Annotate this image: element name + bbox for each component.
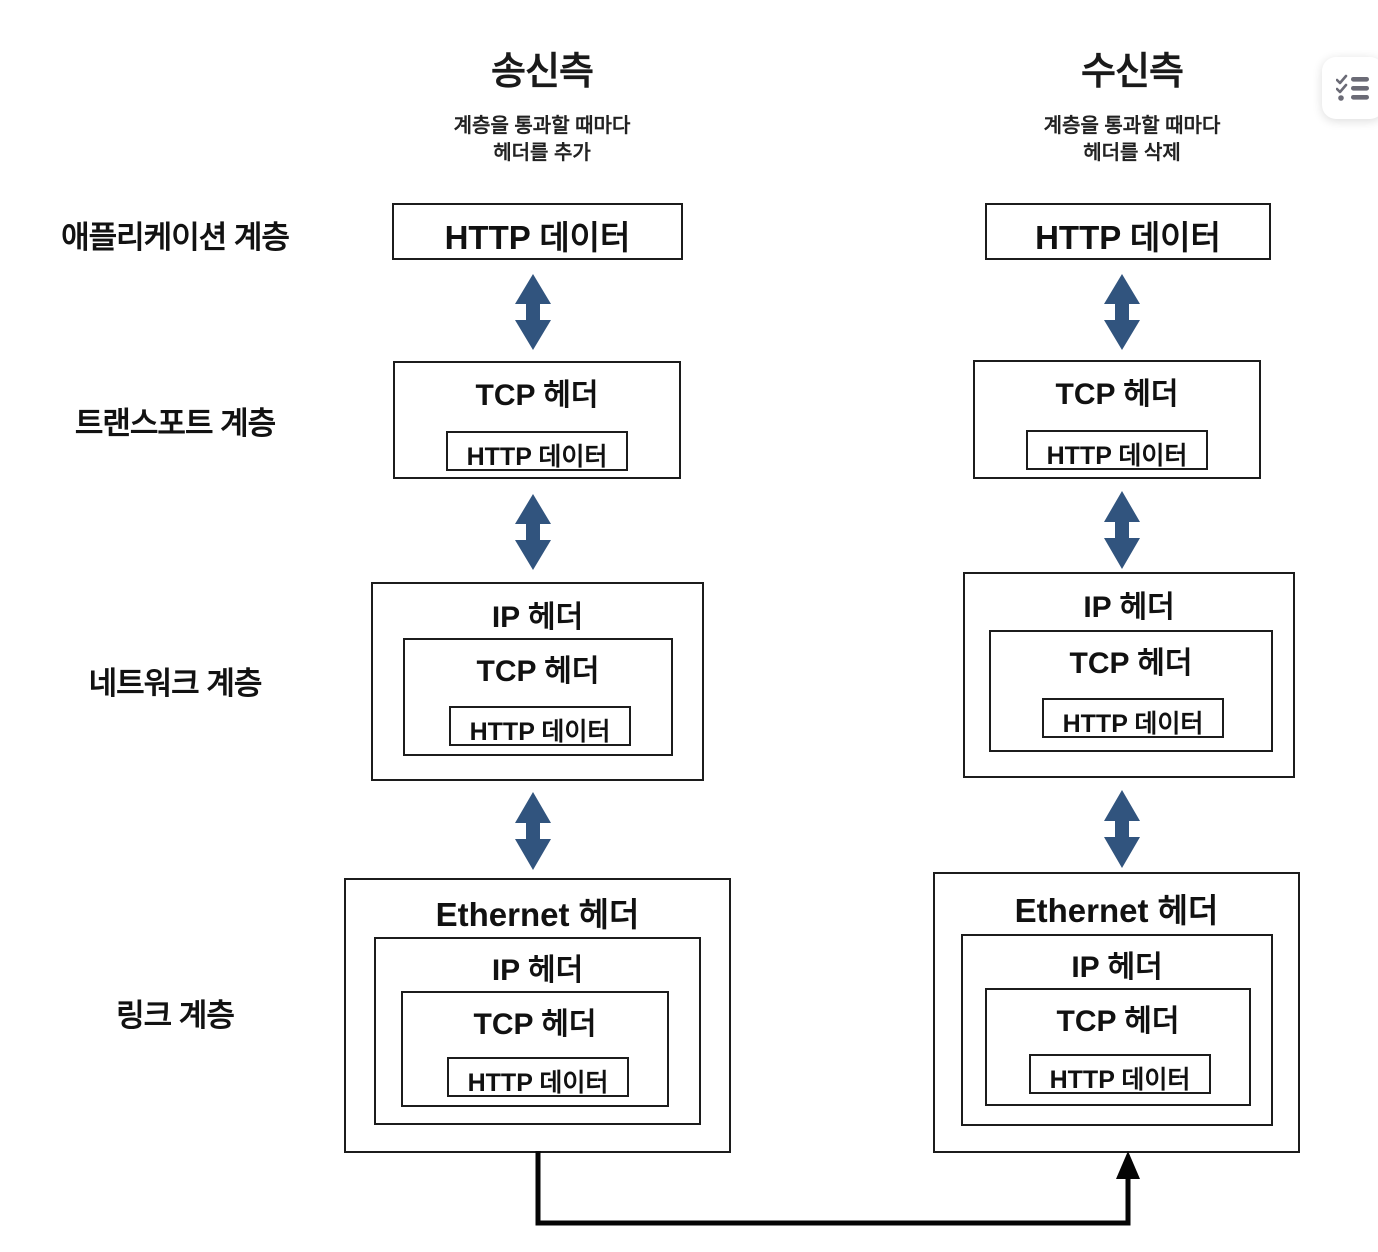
bottom-connector-line bbox=[500, 1145, 1180, 1252]
sender-application-http-label: HTTP 데이터 bbox=[444, 219, 631, 256]
sender-transport-tcp-label: TCP 헤더 bbox=[475, 379, 599, 412]
column-subtitle-sender-line1: 계층을 통과할 때마다 bbox=[453, 115, 631, 137]
receiver-link-ethernet-label: Ethernet 헤더 bbox=[1014, 892, 1219, 929]
sender-network-http-label: HTTP 데이터 bbox=[469, 718, 611, 746]
layer-label-application: 애플리케이션 계층 bbox=[61, 220, 290, 255]
sender-link-ethernet-label: Ethernet 헤더 bbox=[435, 896, 640, 933]
sender-network-tcp-label: TCP 헤더 bbox=[476, 655, 600, 688]
receiver-network-http-label: HTTP 데이터 bbox=[1062, 710, 1204, 738]
receiver-link-tcp-box: TCP 헤더 HTTP 데이터 bbox=[985, 988, 1251, 1106]
column-subtitle-receiver-line1: 계층을 통과할 때마다 bbox=[1043, 115, 1221, 137]
receiver-application-http-label: HTTP 데이터 bbox=[1035, 219, 1221, 256]
receiver-link-http-label: HTTP 데이터 bbox=[1049, 1066, 1191, 1094]
receiver-transport-http-label: HTTP 데이터 bbox=[1046, 442, 1188, 470]
sender-link-http-label: HTTP 데이터 bbox=[467, 1069, 609, 1097]
sender-network-tcp-box: TCP 헤더 HTTP 데이터 bbox=[403, 638, 673, 756]
column-subtitle-receiver: 계층을 통과할 때마다 헤더를 삭제 bbox=[987, 113, 1277, 167]
receiver-application-box: HTTP 데이터 bbox=[985, 203, 1271, 260]
receiver-link-http-box: HTTP 데이터 bbox=[1029, 1054, 1211, 1094]
receiver-link-box: Ethernet 헤더 IP 헤더 TCP 헤더 HTTP 데이터 bbox=[933, 872, 1300, 1153]
sender-network-box: IP 헤더 TCP 헤더 HTTP 데이터 bbox=[371, 582, 704, 781]
receiver-arrow-app-transport bbox=[1092, 272, 1152, 357]
sender-arrow-network-link bbox=[503, 790, 563, 877]
column-subtitle-receiver-line2: 헤더를 삭제 bbox=[1083, 142, 1181, 164]
sender-link-tcp-box: TCP 헤더 HTTP 데이터 bbox=[401, 991, 669, 1107]
receiver-network-ip-label: IP 헤더 bbox=[1083, 591, 1175, 624]
sender-link-tcp-label: TCP 헤더 bbox=[473, 1008, 597, 1041]
receiver-link-tcp-label: TCP 헤더 bbox=[1056, 1005, 1180, 1038]
receiver-transport-tcp-label: TCP 헤더 bbox=[1055, 378, 1179, 411]
sender-transport-box: TCP 헤더 HTTP 데이터 bbox=[393, 361, 681, 479]
receiver-link-ip-box: IP 헤더 TCP 헤더 HTTP 데이터 bbox=[961, 934, 1273, 1126]
receiver-network-http-box: HTTP 데이터 bbox=[1042, 698, 1224, 738]
column-subtitle-sender: 계층을 통과할 때마다 헤더를 추가 bbox=[397, 113, 687, 167]
receiver-link-ip-label: IP 헤더 bbox=[1071, 951, 1163, 984]
sender-application-box: HTTP 데이터 bbox=[392, 203, 683, 260]
receiver-network-tcp-box: TCP 헤더 HTTP 데이터 bbox=[989, 630, 1273, 752]
layer-label-link: 링크 계층 bbox=[116, 998, 235, 1033]
sender-network-ip-label: IP 헤더 bbox=[491, 601, 584, 634]
checklist-icon[interactable] bbox=[1336, 74, 1370, 102]
layer-label-transport: 트랜스포트 계층 bbox=[74, 406, 276, 441]
receiver-network-box: IP 헤더 TCP 헤더 HTTP 데이터 bbox=[963, 572, 1295, 778]
receiver-transport-box: TCP 헤더 HTTP 데이터 bbox=[973, 360, 1261, 479]
receiver-arrow-transport-network bbox=[1092, 489, 1152, 576]
sender-transport-http-box: HTTP 데이터 bbox=[446, 431, 628, 471]
sender-transport-http-label: HTTP 데이터 bbox=[466, 443, 608, 471]
sender-link-box: Ethernet 헤더 IP 헤더 TCP 헤더 HTTP 데이터 bbox=[344, 878, 731, 1153]
column-subtitle-sender-line2: 헤더를 추가 bbox=[493, 142, 591, 164]
sender-link-ip-box: IP 헤더 TCP 헤더 HTTP 데이터 bbox=[374, 937, 701, 1125]
sender-arrow-transport-network bbox=[503, 492, 563, 577]
receiver-transport-http-box: HTTP 데이터 bbox=[1026, 430, 1208, 470]
sender-arrow-app-transport bbox=[503, 272, 563, 357]
column-title-sender: 송신측 bbox=[491, 51, 594, 93]
sender-network-http-box: HTTP 데이터 bbox=[449, 706, 631, 746]
checklist-card[interactable] bbox=[1322, 57, 1378, 119]
column-title-receiver: 수신측 bbox=[1081, 51, 1184, 93]
sender-link-http-box: HTTP 데이터 bbox=[447, 1057, 629, 1097]
sender-link-ip-label: IP 헤더 bbox=[491, 954, 584, 987]
receiver-arrow-network-link bbox=[1092, 788, 1152, 875]
layer-label-network: 네트워크 계층 bbox=[88, 666, 263, 701]
receiver-network-tcp-label: TCP 헤더 bbox=[1069, 647, 1193, 680]
